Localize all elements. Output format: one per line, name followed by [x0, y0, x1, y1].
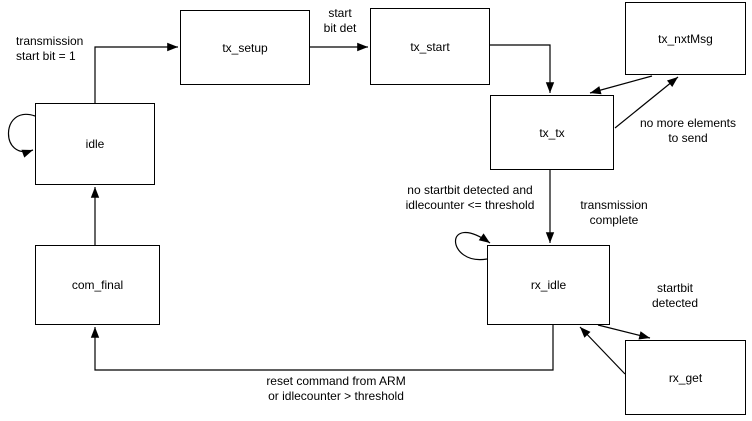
state-label: tx_start	[410, 39, 450, 54]
state-label: tx_setup	[222, 40, 268, 55]
transition-label-rx-idle-self-loop: no startbit detected and idlecounter <= …	[405, 183, 535, 212]
arrow-rx-get-to-rx-idle	[579, 326, 626, 375]
transition-label-rx-idle-to-com-final: reset command from ARM or idlecounter > …	[266, 374, 406, 403]
arrow-idle-self-loop	[7, 113, 36, 158]
state-rx-get: rx_get	[625, 340, 746, 415]
state-label: com_final	[71, 278, 124, 292]
state-tx-nxtmsg: tx_nxtMsg	[625, 2, 746, 75]
arrow-tx-nxtmsg-to-tx-tx	[589, 75, 653, 95]
arrow-tx-start-to-tx-tx	[490, 44, 555, 93]
transition-label-tx-tx-to-rx-idle: transmission complete	[580, 198, 648, 227]
state-tx-start: tx_start	[370, 8, 490, 85]
state-idle: idle	[35, 103, 155, 185]
arrow-rx-idle-to-com-final	[90, 325, 554, 371]
transition-label-rx-idle-rx-get: startbit detected	[651, 281, 699, 310]
arrow-rx-idle-to-rx-get	[597, 324, 651, 340]
arrow-idle-to-tx-setup	[94, 42, 178, 103]
state-com-final: com_final	[35, 245, 160, 325]
arrow-rx-idle-self-loop	[455, 231, 491, 261]
state-label: rx_get	[668, 370, 703, 385]
state-label: tx_tx	[539, 125, 565, 140]
state-rx-idle: rx_idle	[487, 245, 610, 325]
transition-label-tx-setup-to-tx-start: start bit det	[323, 6, 357, 35]
state-label: tx_nxtMsg	[658, 31, 713, 46]
arrow-tx-tx-to-tx-nxtmsg	[614, 76, 679, 129]
transition-label-tx-tx-to-tx-nxtmsg: no more elements to send	[639, 116, 737, 145]
state-label: idle	[85, 137, 105, 151]
state-label: rx_idle	[530, 278, 567, 292]
state-tx-tx: tx_tx	[490, 95, 614, 170]
state-tx-setup: tx_setup	[180, 10, 310, 85]
transition-label-idle-to-tx-setup: transmission start bit = 1	[16, 34, 84, 63]
